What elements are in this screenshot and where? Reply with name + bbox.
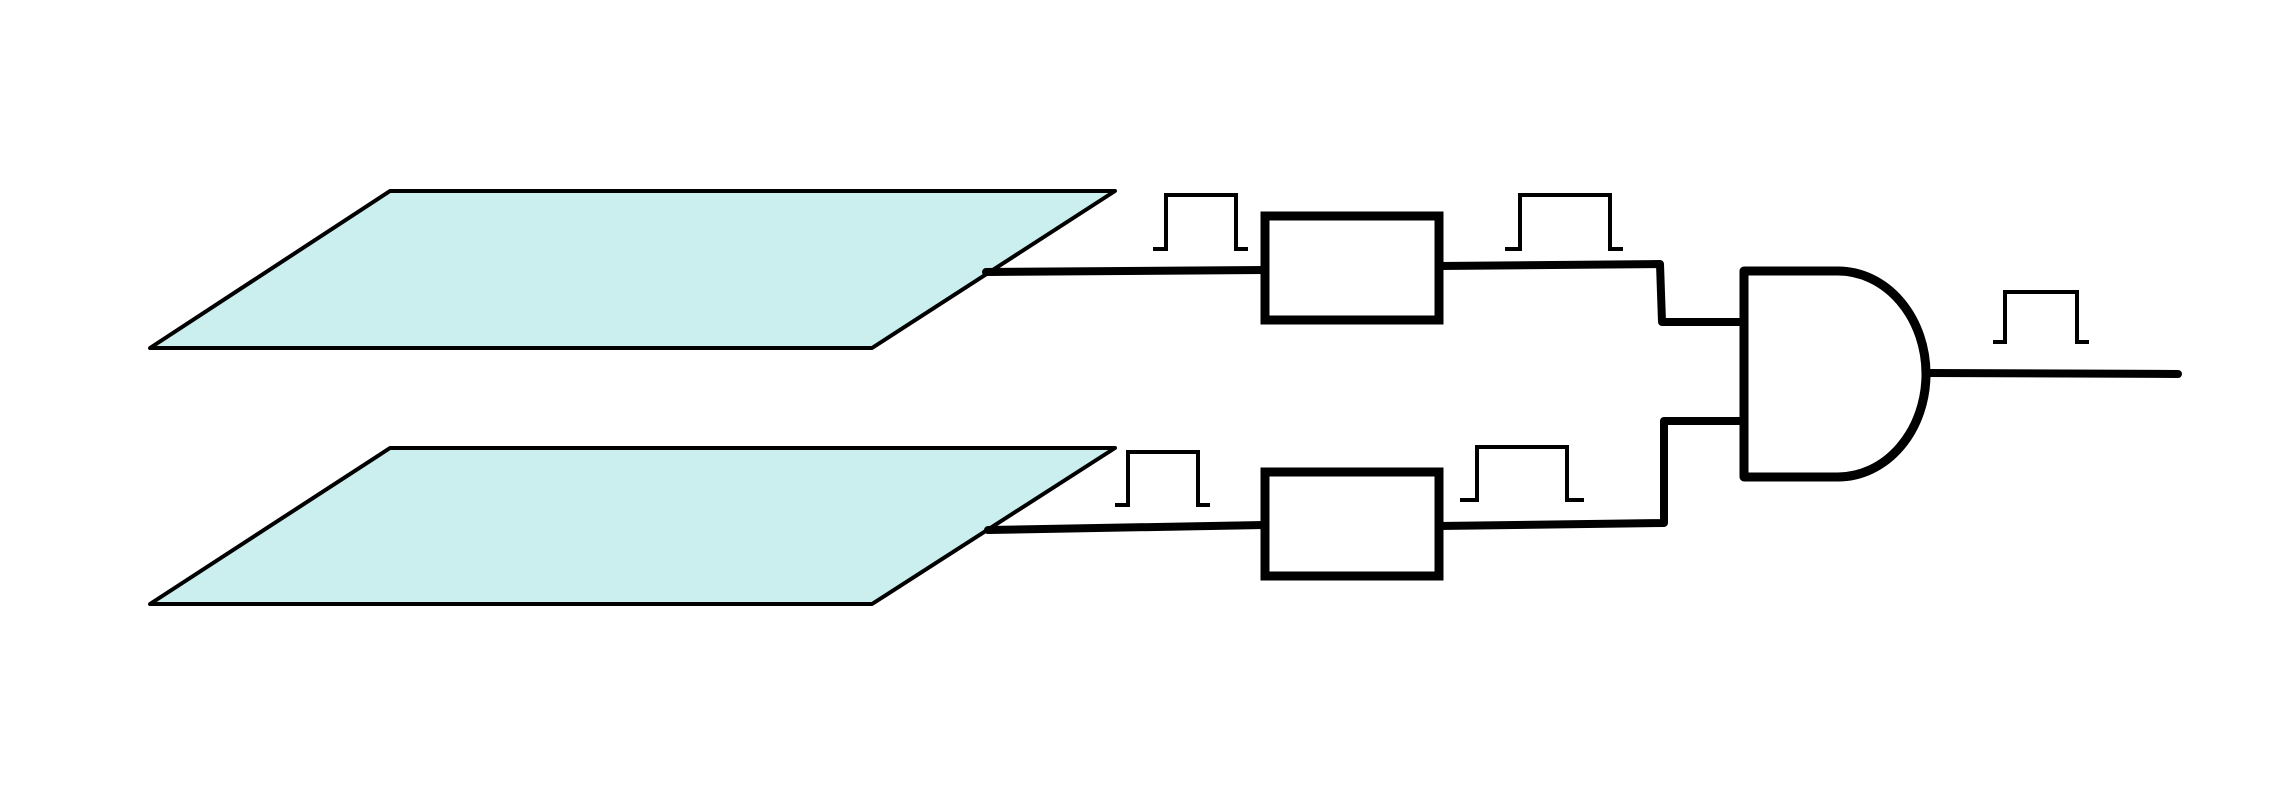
- detector-plane-bottom: [148, 446, 1117, 606]
- wire-bottom-plane-to-box: [984, 521, 1268, 534]
- pulse-bottom-input: [1115, 450, 1210, 507]
- wire-top-plane-to-box: [982, 266, 1268, 276]
- wire-top-box-to-gate: [1438, 260, 1744, 326]
- wire-gate-output: [1924, 369, 2182, 378]
- pulse-bottom-output: [1460, 445, 1584, 502]
- pulse-top-input: [1153, 193, 1248, 251]
- signal-box-bottom: [1260, 467, 1444, 581]
- detector-plane-top: [148, 189, 1117, 350]
- pulse-top-output: [1505, 193, 1623, 251]
- and-gate: [1739, 266, 1931, 482]
- pulse-and-output: [1993, 290, 2089, 344]
- signal-box-top: [1260, 211, 1444, 325]
- wire-bottom-box-to-gate: [1438, 417, 1744, 530]
